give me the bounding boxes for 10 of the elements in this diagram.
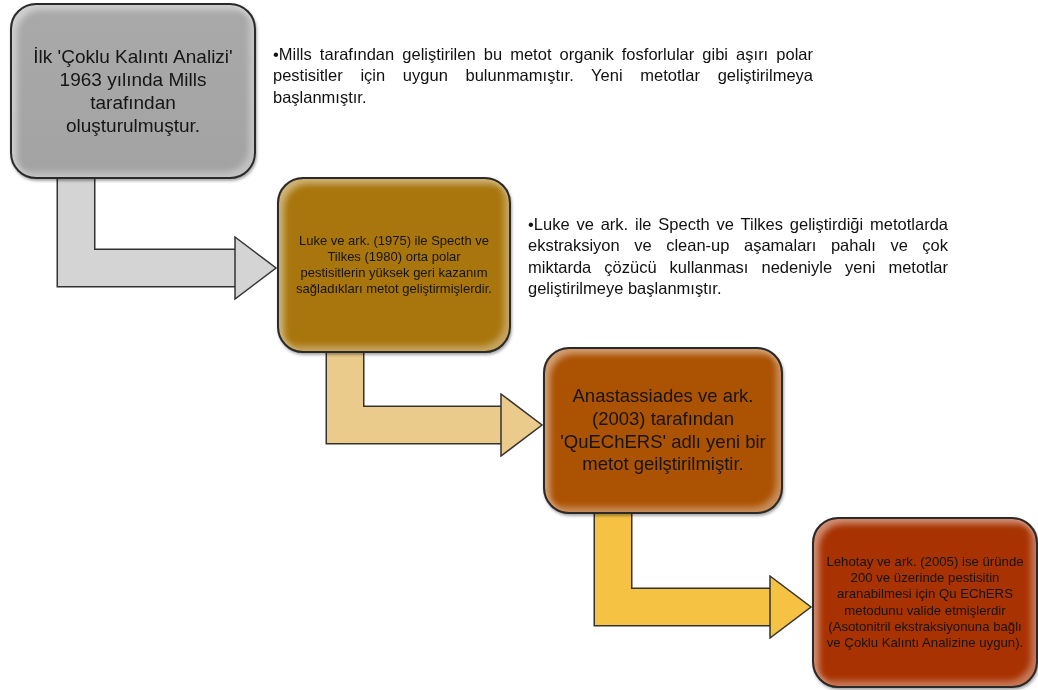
process-box [543,347,783,514]
box-text: Lehotay ve ark. (2005) ise üründe 200 ve üzerinde pestisitin aranabilmesi için Qu EChERS metodunu valide etmişlerdir (Asotonitril ekstraksiyonuna bağlı ve Çoklu Kalıntı Analizine uygun). [826,554,1024,651]
box-text: Anastassiades ve ark. (2003) tarafından 'QuEChERS' adlı yeni bir metot geilştirilmiştir. [559,385,767,476]
process-box [812,517,1038,688]
bullet-note: •Luke ve ark. ile Specth ve Tilkes geliştirdiği metotlarda ekstraksiyon ve clean-up aşamaları pahalı ve çok miktarda çözücü kullanması nedeniyle yeni metotlar geliştirilmeye başlanmıştır. [528,214,948,300]
box-text: İlk 'Çoklu Kalıntı Analizi' 1963 yılında Mills tarafından oluşturulmuştur. [32,44,234,138]
process-box [277,177,511,353]
bullet-note: •Mills tarafından geliştirilen bu metot organik fosforlular gibi aşırı polar pestisitler için uygun bulunmamıştır. Yeni metotlar geliştirilmeya başlanmıştır. [273,44,813,108]
process-box [10,3,256,179]
box-text: Luke ve ark. (1975) ile Specth ve Tilkes (1980) orta polar pestisitlerin yüksek geri kazanım sağladıkları metot geliştirmişlerdir. [295,233,493,297]
